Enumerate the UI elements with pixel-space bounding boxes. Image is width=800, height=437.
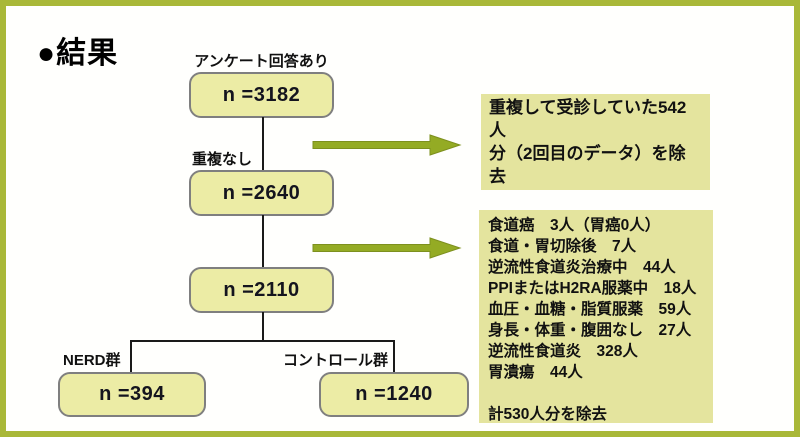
connector-line xyxy=(130,340,395,342)
flow-box-n1240: n =1240 xyxy=(319,372,469,417)
flow-box-n2640: n =2640 xyxy=(189,170,334,216)
flow-box-n394: n =394 xyxy=(58,372,206,417)
note-text-line: 逆流性食道炎 328人 xyxy=(488,343,638,360)
flow-label-nerd-group: NERD群 xyxy=(63,352,121,369)
note-text-line: 食道・胃切除後 7人 xyxy=(488,238,637,255)
flow-label-control-group: コントロール群 xyxy=(283,352,389,369)
note-excluded-duplicates: 重複して受診していた542人 分（2回目のデータ）を除去 xyxy=(481,94,710,190)
note-text-line xyxy=(488,383,704,404)
flow-box-n2110: n =2110 xyxy=(189,267,334,313)
flow-label-no-duplicates: 重複なし xyxy=(192,151,253,168)
page-title: ●結果 xyxy=(37,37,119,70)
note-exclusion-criteria: 食道癌 3人（胃癌0人） 食道・胃切除後 7人 逆流性食道炎治療中 44人 PP… xyxy=(479,210,713,423)
connector-line xyxy=(130,340,132,373)
note-text-line: 血圧・血糖・脂質服薬 59人 xyxy=(488,301,692,318)
arrow-right-icon xyxy=(312,134,462,156)
connector-line xyxy=(262,312,264,342)
note-text-line: 胃潰瘍 44人 xyxy=(488,364,583,381)
note-text-line: 身長・体重・腹囲なし 27人 xyxy=(488,322,692,339)
arrow-right-icon xyxy=(312,237,462,259)
note-text-line: 分（2回目のデータ）を除去 xyxy=(489,144,686,186)
connector-line xyxy=(393,340,395,373)
note-text-line: PPIまたはH2RA服薬中 18人 xyxy=(488,280,697,297)
note-text-line: 計530人分を除去 xyxy=(488,406,607,423)
note-text-line: 逆流性食道炎治療中 44人 xyxy=(488,259,676,276)
connector-line xyxy=(262,117,264,171)
flow-label-survey-responses: アンケート回答あり xyxy=(194,53,329,70)
note-text-line: 重複して受診していた542人 xyxy=(489,98,687,140)
flow-box-n3182: n =3182 xyxy=(189,72,334,118)
connector-line xyxy=(262,215,264,268)
note-text-line: 食道癌 3人（胃癌0人） xyxy=(488,217,661,234)
